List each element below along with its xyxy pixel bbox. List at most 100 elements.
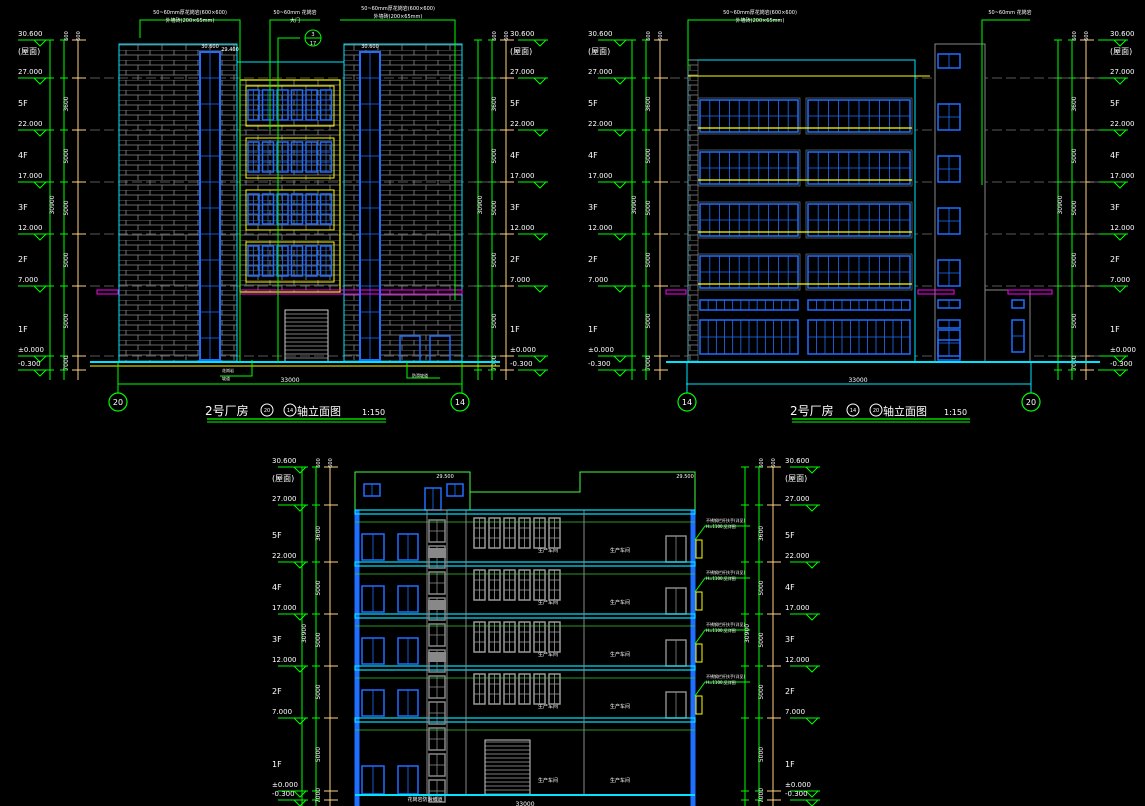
level-name: 1F (588, 325, 598, 334)
drawing-scale: 1:150 (944, 408, 967, 417)
note: 花岗岩 (222, 367, 234, 373)
top-dimension: 600 (492, 31, 498, 41)
section-wall-left (354, 509, 360, 806)
level-triangle-icon (18, 39, 48, 47)
level-elevation: 17.000 (510, 172, 535, 180)
level-triangle-icon (790, 717, 820, 725)
level-name: 4F (1110, 151, 1120, 160)
canopy-band (96, 289, 119, 295)
level-elevation: 12.000 (18, 224, 43, 232)
floor-dimension: 5000 (63, 313, 70, 328)
floor-dimension: 7000 (645, 355, 652, 370)
level-elevation: 17.000 (18, 172, 43, 180)
material-note: 外墙砖(200×65mm) (736, 17, 785, 24)
floor-frame (245, 189, 335, 231)
drawing-title-suffix: 轴立面图 (883, 404, 927, 418)
level-triangle-icon (790, 799, 820, 806)
brick-pier (687, 59, 699, 363)
grid-bubble-right-circle (1021, 392, 1041, 412)
drawing-scale: 1:150 (362, 408, 385, 417)
tower-door (937, 339, 961, 361)
top-dimension: 600 (759, 458, 765, 468)
level-elevation: 7.000 (18, 276, 38, 284)
central-facade-frame (239, 79, 341, 293)
level-elevation: 7.000 (1110, 276, 1130, 284)
level-triangle-icon (1098, 233, 1128, 241)
level-name: 1F (510, 325, 520, 334)
level-elevation: 22.000 (510, 120, 535, 128)
level-triangle-icon (18, 355, 48, 363)
room-label: 生产车间 (610, 777, 630, 784)
level-triangle-icon (18, 285, 48, 293)
leader-line (694, 629, 750, 645)
level-triangle-icon (278, 665, 308, 673)
level-elevation: 17.000 (785, 604, 810, 612)
axis-b-label: 20 (873, 408, 879, 414)
floor-dimension: 5000 (315, 747, 322, 762)
grid-bubble-right: 14 (455, 398, 465, 407)
level-elevation: 12.000 (510, 224, 535, 232)
material-note: 50~60mm厚花岗岩(600×600) (361, 5, 435, 12)
leader-line (694, 681, 750, 697)
level-elevation: 17.000 (588, 172, 613, 180)
level-name: 1F (272, 760, 282, 769)
leader-line (981, 19, 1030, 185)
total-height-dimension: 30900 (477, 195, 484, 214)
level-name: 2F (588, 255, 598, 264)
window-band-frame (697, 253, 801, 291)
railing-note: H=1100,见详图 (706, 575, 736, 581)
material-note: 50~60mm厚花岗岩(600×600) (153, 9, 227, 16)
floor-dimension: 5000 (491, 252, 498, 267)
railing-note: 不锈钢栏杆扶手(详见) (706, 621, 746, 627)
top-dimension: 600 (1084, 31, 1090, 41)
floor-dimension: 5000 (645, 200, 652, 215)
level-triangle-icon (790, 466, 820, 474)
floor-dimension: 5000 (1071, 148, 1078, 163)
level-name: 3F (785, 635, 795, 644)
floor-frame (245, 137, 335, 179)
level-elevation: ±0.000 (1110, 346, 1136, 354)
ground-note: 花岗岩防滑坡道 (407, 796, 442, 803)
level-elevation: 22.000 (588, 120, 613, 128)
axis-a-circle (260, 403, 274, 417)
level-name: 2F (272, 687, 282, 696)
floor-slab (354, 509, 696, 515)
room-label: 生产车间 (538, 599, 558, 606)
top-dimension: 600 (328, 458, 334, 468)
level-name: 3F (18, 203, 28, 212)
floor-dimension: 5000 (1071, 313, 1078, 328)
top-dimension: 600 (771, 458, 777, 468)
level-triangle-icon (1098, 129, 1128, 137)
level-elevation: ±0.000 (588, 346, 614, 354)
level-elevation: 7.000 (510, 276, 530, 284)
section-reference-sheet: 17 (310, 41, 316, 47)
level-triangle-icon (598, 233, 628, 241)
level-triangle-icon (598, 355, 628, 363)
level-name: 1F (1110, 325, 1120, 334)
railing-detail (695, 539, 703, 559)
level-triangle-icon (278, 717, 308, 725)
level-triangle-icon (518, 233, 548, 241)
window-band-frame (805, 201, 913, 239)
level-elevation: 30.600 (1110, 30, 1135, 38)
section-wall-right (690, 509, 696, 806)
level-elevation: 27.000 (588, 68, 613, 76)
leader-line (277, 37, 300, 362)
total-height-dimension: 30900 (301, 624, 308, 643)
canopy-band (665, 289, 687, 295)
level-elevation: 27.000 (510, 68, 535, 76)
floor-dimension: 5000 (645, 313, 652, 328)
axis-a-label: 20 (264, 408, 270, 414)
level-elevation: 17.000 (1110, 172, 1135, 180)
stair-landing (428, 600, 446, 610)
level-name: (屋面) (272, 474, 294, 483)
annex-window (1011, 299, 1025, 309)
floor-dimension: 5000 (63, 148, 70, 163)
room-label: 生产车间 (538, 777, 558, 784)
level-elevation: -0.300 (588, 360, 611, 368)
top-dimension: 600 (504, 31, 510, 41)
window-band-frame (697, 97, 801, 135)
floor-dimension: 5000 (758, 684, 765, 699)
level-name: 2F (1110, 255, 1120, 264)
